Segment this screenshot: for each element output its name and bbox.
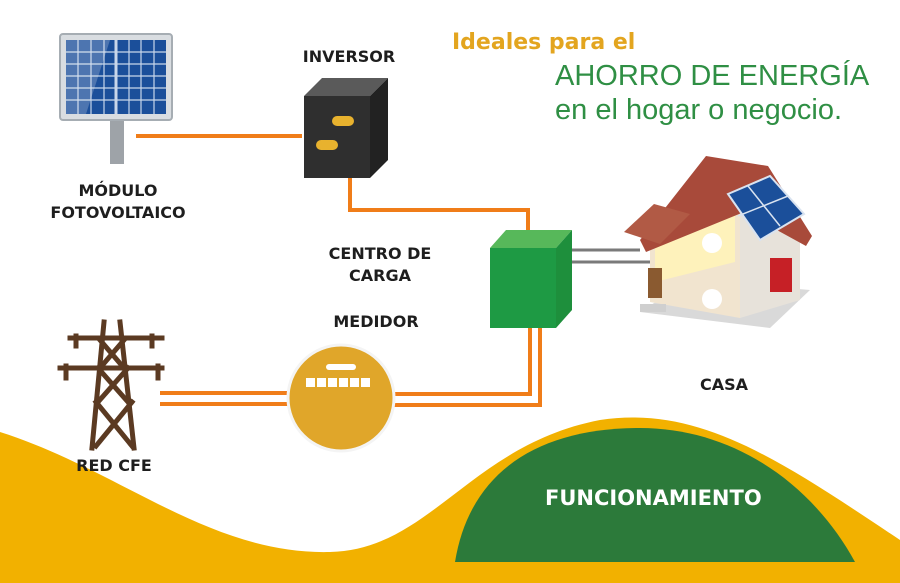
- load-center-label: CENTRO DE CARGA: [318, 243, 442, 287]
- house-icon: [624, 156, 812, 328]
- headline-line1: Ideales para el: [452, 30, 636, 55]
- house-label: CASA: [699, 375, 749, 394]
- panel-label-line1: MÓDULO: [78, 181, 158, 200]
- headline-line3: en el hogar o negocio.: [555, 94, 842, 126]
- headline-line2: AHORRO DE ENERGÍA: [555, 60, 870, 92]
- wires: [136, 134, 542, 407]
- panel-label: MÓDULO FOTOVOLTAICO: [48, 180, 188, 224]
- wire-meter-loadcenter-b: [392, 328, 542, 407]
- banner-title: FUNCIONAMIENTO: [545, 486, 762, 510]
- grid-label: RED CFE: [76, 456, 152, 475]
- meter-label: MEDIDOR: [333, 312, 419, 331]
- wire-meter-loadcenter-a: [392, 328, 532, 396]
- wire-inverter-loadcenter: [348, 178, 530, 232]
- load-center-label-line1: CENTRO DE: [328, 244, 432, 263]
- load-center-icon: [490, 230, 572, 328]
- inverter-icon: [304, 78, 388, 178]
- panel-label-line2: FOTOVOLTAICO: [50, 203, 186, 222]
- green-banner-shape: [455, 428, 855, 562]
- wires-gray: [572, 248, 650, 264]
- transmission-tower-icon: [57, 319, 165, 451]
- meter-icon: [286, 343, 396, 453]
- solar-panel-icon: [59, 33, 173, 164]
- load-center-label-line2: CARGA: [349, 266, 411, 285]
- inverter-label: INVERSOR: [302, 47, 396, 66]
